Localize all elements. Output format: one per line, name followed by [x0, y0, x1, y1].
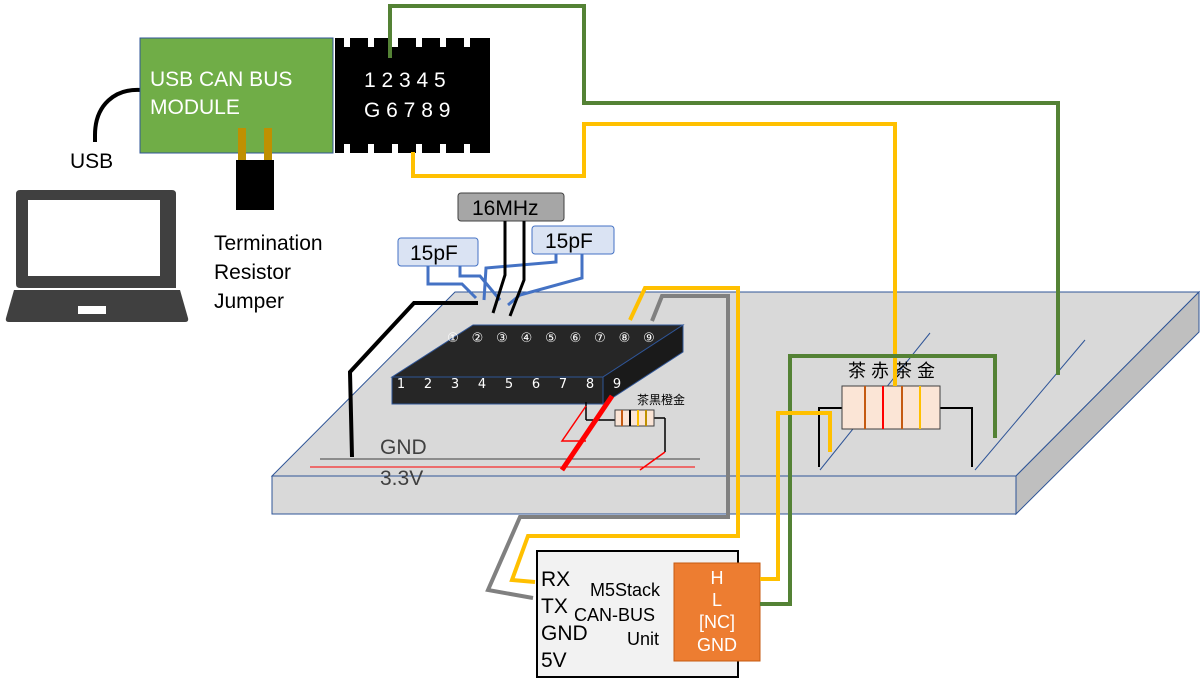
crystal-lead-right: [508, 221, 526, 317]
small-resistor-body: [614, 409, 655, 427]
db9-connector: [335, 38, 490, 153]
wire-green-pin2: [388, 4, 1060, 375]
wire-yellow-pin7: [411, 122, 897, 386]
termination-jumper: [236, 128, 274, 210]
chip-top-pin-7: ⑦: [594, 331, 606, 346]
big-resistor-lead-left: [818, 407, 842, 467]
big-resistor: 茶 赤 茶 金: [818, 361, 973, 467]
m5-pin-tx: TX: [541, 595, 568, 618]
chip-top-pin-4: ④: [521, 331, 533, 346]
cap-right-lead-a: [482, 254, 558, 301]
m5stack-can-unit: RX TX GND 5V M5Stack CAN-BUS Unit H L [N…: [536, 550, 761, 678]
chip-bottom-pin-2: 2: [424, 377, 432, 392]
m5-can-terminal: [673, 562, 761, 662]
chip-top-pin-2: ②: [472, 331, 484, 346]
db9-pins-row2: G 6 7 8 9: [364, 99, 450, 122]
cap-left-lead-a: [426, 266, 478, 300]
cap-right-lead-b: [507, 254, 584, 307]
chip-bottom-pin-3: 3: [451, 377, 459, 392]
m5-can-gnd: GND: [697, 635, 737, 655]
chip-bottom-pin-6: 6: [532, 377, 540, 392]
jumper-cap: [236, 160, 274, 210]
breadboard-guide-right: [974, 339, 1086, 471]
jumper-pin-right: [264, 128, 272, 162]
big-resistor-body: [841, 385, 941, 430]
m5-can-h: H: [711, 568, 724, 588]
m5-name-1: M5Stack: [590, 580, 661, 600]
cap-left-body: [397, 237, 479, 267]
chip-top-pin-3: ③: [496, 331, 508, 346]
gnd-rail-label: GND: [380, 436, 427, 459]
cap-right-body: [531, 225, 615, 255]
wire-green-can-l: [760, 354, 997, 606]
v33-rail-label: 3.3V: [380, 467, 423, 490]
laptop-icon: [5, 190, 189, 322]
chip-bottom-pin-7: 7: [559, 377, 567, 392]
jumper-pin-left: [238, 128, 246, 162]
usb-cable: [93, 87, 143, 142]
m5-pin-rx: RX: [541, 568, 570, 591]
red-wire-thin-left: [560, 405, 587, 442]
chip-bottom-pin-9: 9: [613, 377, 621, 392]
crystal-label: 16MHz: [472, 197, 539, 220]
chip-top-pin-5: ⑤: [545, 331, 557, 346]
m5-can-l: L: [712, 590, 722, 610]
usb-can-module: USB CAN BUS MODULE 1 2 3 4 5 G 6 7 8 9: [139, 37, 490, 154]
m5-pin-5v: 5V: [541, 649, 567, 672]
chip-bottom-pin-4: 4: [478, 377, 486, 392]
cap-left-label: 15pF: [410, 242, 458, 265]
db9-pins-row1: 1 2 3 4 5: [364, 69, 446, 92]
wire-yellow-rx: [509, 286, 740, 584]
cap-right-label: 15pF: [545, 230, 593, 253]
chip-bottom-pin-1: 1: [397, 377, 405, 392]
module-title-1: USB CAN BUS: [150, 68, 292, 91]
big-resistor-code: 茶 赤 茶 金: [848, 361, 935, 381]
module-body: [139, 37, 334, 154]
chip-top-pin-8: ⑧: [619, 331, 631, 346]
jumper-label-1: Termination: [214, 232, 323, 255]
wire-yellow-can-h: [760, 411, 832, 581]
small-resistor: 茶黒橙金: [585, 392, 685, 452]
jumper-label-3: Jumper: [214, 290, 284, 313]
cap-left-lead-b: [458, 266, 502, 301]
big-resistor-lead-right: [940, 407, 973, 467]
wire-gray-tx: [485, 294, 730, 600]
gnd-wire: [347, 301, 478, 458]
m5-name-2: CAN-BUS: [574, 605, 655, 625]
chip-top-pin-6: ⑥: [570, 331, 582, 346]
jumper-label-2: Resistor: [214, 261, 291, 284]
breadboard-side: [1015, 290, 1200, 516]
crystal-body: [457, 192, 565, 222]
chip-bottom-pin-8: 8: [586, 377, 594, 392]
chip-top-pin-9: ⑨: [643, 331, 655, 346]
crystal-lead-left: [491, 221, 507, 314]
chip-top-pin-1: ①: [447, 331, 459, 346]
m5-name-3: Unit: [627, 629, 659, 649]
small-resistor-code: 茶黒橙金: [637, 392, 685, 407]
chip-side: [602, 324, 684, 405]
m5-pin-gnd: GND: [541, 622, 588, 645]
m5-can-nc: [NC]: [699, 612, 735, 632]
usb-label: USB: [70, 150, 113, 173]
module-title-2: MODULE: [150, 96, 240, 119]
red-wire-thick: [559, 394, 615, 472]
red-wire-thin-right: [639, 451, 666, 471]
chip-bottom-pin-5: 5: [505, 377, 513, 392]
